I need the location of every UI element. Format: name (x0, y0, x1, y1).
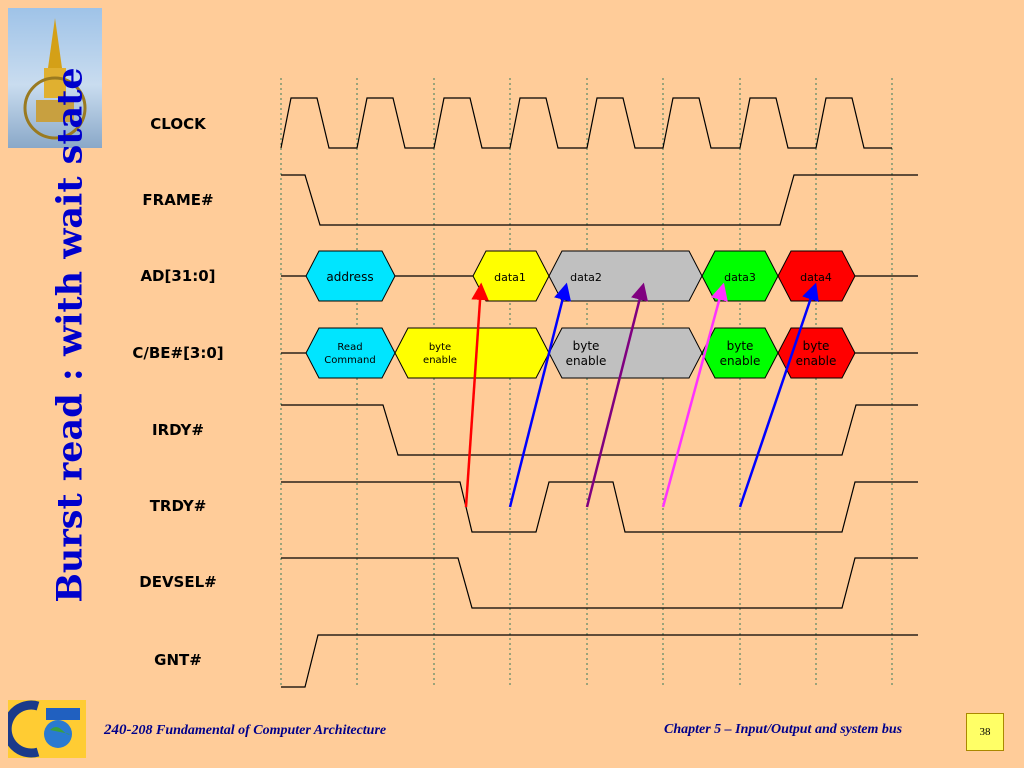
clock-gridlines (280, 78, 893, 688)
ad-label-data1: data1 (494, 271, 526, 284)
seal-graphic (23, 18, 87, 140)
cbe-label-enable-4: enable (796, 354, 837, 368)
cbe-phase-byte-enable-3 (701, 327, 779, 379)
cbe-label-byte-1: byte (429, 342, 451, 353)
course-logo (8, 700, 86, 758)
page-number: 38 (979, 726, 991, 738)
signal-label-gnt: GNT# (154, 651, 202, 669)
cbe-label-enable-1: enable (423, 355, 457, 366)
cbe-phase-byte-enable-1 (394, 327, 550, 379)
cbe-phase-byte-enable-4 (777, 327, 856, 379)
ad-label-data3: data3 (724, 271, 756, 284)
university-seal-logo (8, 8, 102, 148)
ad-label-data2: data2 (570, 271, 602, 284)
cbe-label-byte-2: byte (573, 339, 600, 353)
arrow-data4 (738, 282, 819, 508)
devsel-waveform (281, 557, 918, 609)
ad-bus: address data1 data2 data3 data4 (281, 250, 918, 302)
cbe-label-command: Command (324, 355, 375, 366)
footer-course-title: 208 Fundamental of Computer Architecture (131, 723, 387, 738)
ad-phase-data4 (777, 250, 856, 302)
signal-label-clock: CLOCK (150, 115, 206, 133)
trdy-waveform (281, 481, 918, 533)
ad-phase-address (305, 250, 396, 302)
ad-label-data4: data4 (800, 271, 832, 284)
arrow-data3 (661, 282, 728, 508)
arrow-data2-wait (585, 282, 649, 508)
signal-label-frame: FRAME# (142, 191, 214, 209)
signal-label-irdy: IRDY# (152, 421, 204, 439)
clock-waveform (280, 97, 892, 149)
cbe-label-read: Read (337, 342, 362, 353)
page-number-chip: 38 (966, 713, 1004, 751)
cbe-label-byte-4: byte (803, 339, 830, 353)
footer-course-code: 240- (104, 722, 132, 738)
data-ready-arrows (464, 282, 819, 508)
footer-chapter: Chapter 5 – Input/Output and system bus (664, 722, 903, 737)
cbe-label-enable-3: enable (720, 354, 761, 368)
arrow-data2 (508, 282, 572, 508)
irdy-waveform (281, 404, 918, 456)
signal-label-cbe: C/BE#[3:0] (132, 344, 224, 362)
signal-label-devsel: DEVSEL# (139, 573, 217, 591)
arrow-data1 (464, 282, 489, 508)
cbe-label-byte-3: byte (727, 339, 754, 353)
footer-course: 240-208 Fundamental of Computer Architec… (104, 722, 386, 739)
frame-waveform (281, 174, 918, 226)
ad-label-address: address (326, 270, 373, 284)
cbe-label-enable-2: enable (566, 354, 607, 368)
cbe-bus: Read Command byte enable byte enable byt… (281, 327, 918, 379)
signal-label-trdy: TRDY# (149, 497, 207, 515)
cbe-phase-read-command (305, 327, 396, 379)
signal-label-ad: AD[31:0] (140, 267, 216, 285)
gnt-waveform (281, 634, 918, 688)
course-logo-graphic (8, 700, 80, 758)
